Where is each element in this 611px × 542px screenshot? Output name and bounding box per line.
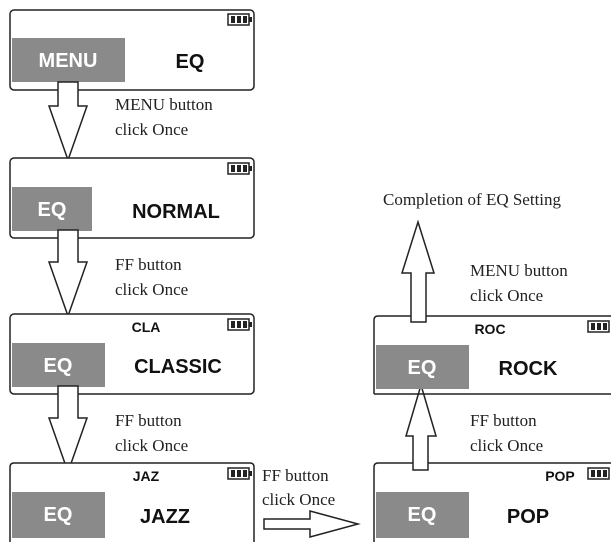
step-text-line2: click Once xyxy=(470,286,543,305)
step-text-line2: click Once xyxy=(115,120,188,139)
screen-top-label: ROC xyxy=(474,321,505,337)
screen-side-label: MENU xyxy=(39,50,98,72)
screen-side-label: EQ xyxy=(44,355,73,377)
lcd-screen-classic: EQ CLASSIC CLA xyxy=(9,313,255,395)
screen-side-label: EQ xyxy=(408,357,437,379)
lcd-screen-normal: EQ NORMAL xyxy=(9,157,255,239)
battery-icon xyxy=(227,467,252,480)
arrow-up-icon xyxy=(404,382,438,471)
step-text-line1: FF button xyxy=(115,255,182,274)
battery-icon xyxy=(227,318,252,331)
screen-top-label: CLA xyxy=(132,319,161,335)
battery-icon xyxy=(587,320,610,333)
step-text-line1: MENU button xyxy=(470,261,568,280)
arrow-down-icon xyxy=(47,229,89,319)
screen-main-label: CLASSIC xyxy=(134,356,222,378)
arrow-down-icon xyxy=(47,81,89,163)
screen-side-label: EQ xyxy=(44,504,73,526)
lcd-screen-jazz: EQ JAZZ JAZ xyxy=(9,462,255,542)
step-text-line2: click Once xyxy=(115,280,188,299)
screen-main-label: EQ xyxy=(176,51,205,73)
step-text-line1: FF button xyxy=(115,411,182,430)
step-text-line2: click Once xyxy=(470,436,543,455)
step-text-line1: FF button xyxy=(470,411,537,430)
screen-main-label: JAZZ xyxy=(140,506,190,528)
screen-top-label: POP xyxy=(545,468,575,484)
arrow-down-icon xyxy=(47,385,89,475)
arrow-right-icon xyxy=(263,510,361,538)
lcd-screen-pop: EQ POP POP xyxy=(373,462,611,542)
battery-icon xyxy=(587,467,610,480)
completion-text: Completion of EQ Setting xyxy=(383,190,562,209)
screen-main-label: POP xyxy=(507,506,549,528)
arrow-up-icon xyxy=(400,219,436,323)
screen-top-label: JAZ xyxy=(133,468,160,484)
screen-main-label: NORMAL xyxy=(132,201,220,223)
screen-side-label: EQ xyxy=(38,199,67,221)
screen-main-label: ROCK xyxy=(499,358,558,380)
step-text-line1: FF button xyxy=(262,466,329,485)
battery-icon xyxy=(227,162,252,175)
lcd-screen-rock: EQ ROCK ROC xyxy=(373,315,611,395)
step-text-line2: click Once xyxy=(262,490,335,509)
step-text-line1: MENU button xyxy=(115,95,213,114)
step-text-line2: click Once xyxy=(115,436,188,455)
lcd-screen-menu: MENU EQ xyxy=(9,9,255,91)
battery-icon xyxy=(227,13,252,26)
screen-side-label: EQ xyxy=(408,504,437,526)
